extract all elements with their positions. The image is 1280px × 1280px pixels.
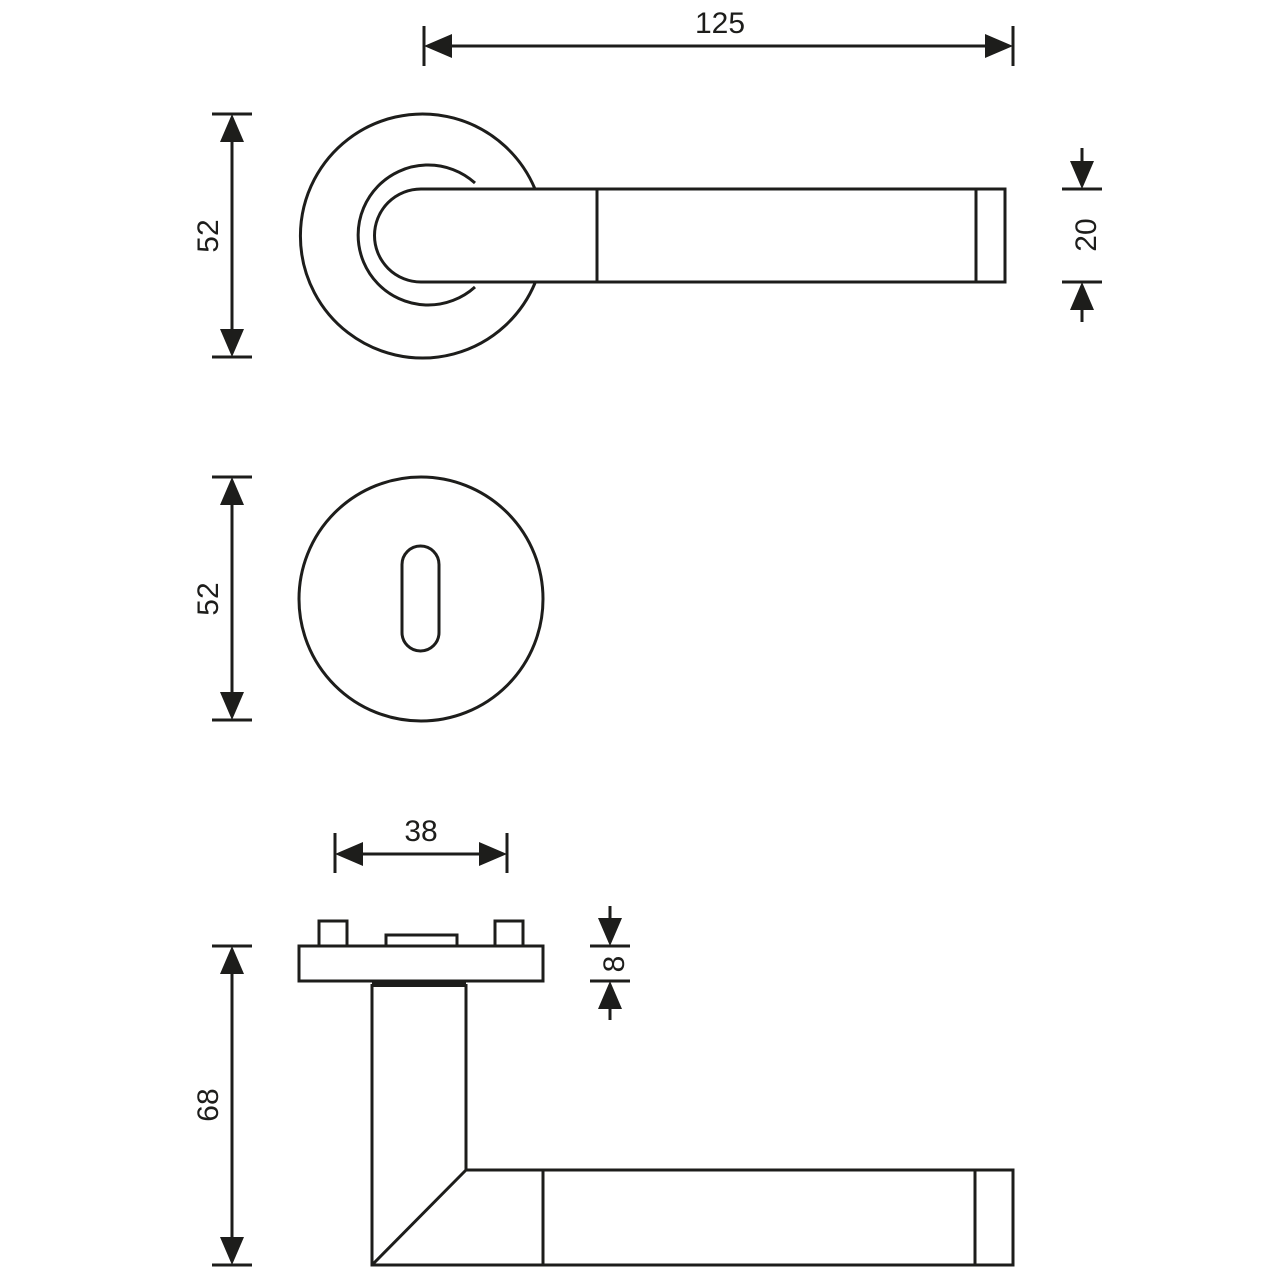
arrow-up (1070, 282, 1094, 310)
dimension-handle-projection: 68 (192, 944, 252, 1267)
arrow-up (220, 946, 244, 974)
arrow-up (598, 981, 622, 1009)
arrow-left (424, 34, 452, 58)
lever-outline (373, 187, 1007, 284)
arrow-down (220, 329, 244, 357)
lever-handle-front-view (299, 112, 1007, 360)
arrow-left (335, 842, 363, 866)
dimension-handle-length: 125 (422, 7, 1015, 66)
escutcheon-outline (297, 475, 545, 723)
key-escutcheon-view (297, 475, 545, 723)
neck-miter-line (370, 1168, 468, 1267)
dimension-rose-diameter-key: 52 (192, 475, 252, 722)
dimension-label-52-key: 52 (192, 582, 225, 615)
dimension-rose-height: 8 (590, 906, 631, 1020)
arrow-right (479, 842, 507, 866)
arrow-down (220, 1237, 244, 1265)
dimension-label-125: 125 (695, 7, 745, 40)
rose-base-plate (297, 944, 545, 983)
lever-neck-and-arm (370, 984, 1015, 1267)
dimension-label-52-top: 52 (192, 219, 225, 252)
lever-handle-side-view (297, 919, 1015, 1267)
dimension-label-38: 38 (404, 815, 437, 848)
rose-outer-outline (299, 112, 537, 360)
dimension-handle-thickness: 20 (1062, 148, 1103, 322)
dimension-stem-spacing: 38 (333, 815, 509, 873)
arrow-down (1070, 161, 1094, 189)
dimension-rose-diameter-top: 52 (192, 112, 252, 359)
spindle-clip (384, 933, 459, 948)
arrow-down (220, 692, 244, 720)
dimension-label-8: 8 (598, 956, 631, 973)
keyhole-slot (400, 544, 441, 653)
dimension-label-20: 20 (1070, 218, 1103, 251)
arrow-up (220, 114, 244, 142)
arrow-up (220, 477, 244, 505)
arrow-down (598, 918, 622, 946)
fixing-stud-left (317, 919, 349, 948)
fixing-stud-right (493, 919, 525, 948)
arrow-right (985, 34, 1013, 58)
dimension-label-68: 68 (192, 1088, 225, 1121)
rose-inner-ring (356, 163, 477, 307)
